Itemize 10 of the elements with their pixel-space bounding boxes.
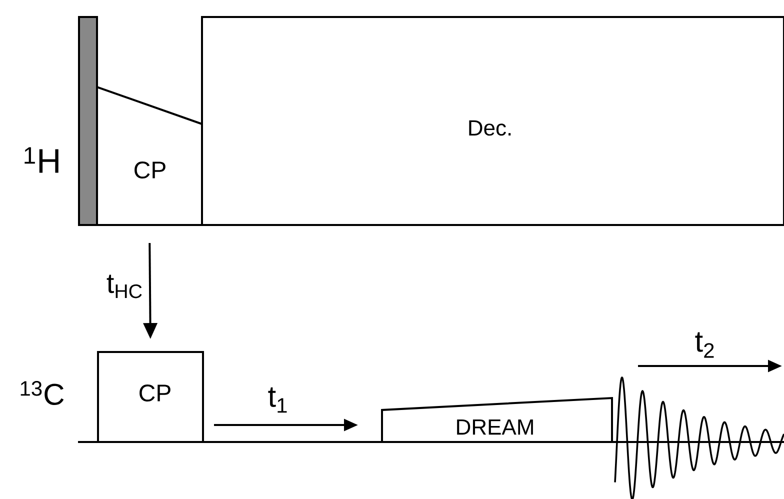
pulse-bar <box>78 16 98 226</box>
pulse-box: CP <box>97 351 204 443</box>
channel-label: $^{1}$H <box>24 147 58 173</box>
time-label: t$_{1}$ <box>268 387 287 413</box>
ramp-pulse: CP <box>96 86 203 226</box>
time-label: t$_{2}$ <box>695 332 714 358</box>
pulse-box: Dec. <box>201 16 784 226</box>
edge-label: t$_{HC}$ <box>106 274 142 298</box>
ramp-pulse: DREAM <box>381 396 613 442</box>
channel-label: $^{13}$C <box>20 381 64 405</box>
